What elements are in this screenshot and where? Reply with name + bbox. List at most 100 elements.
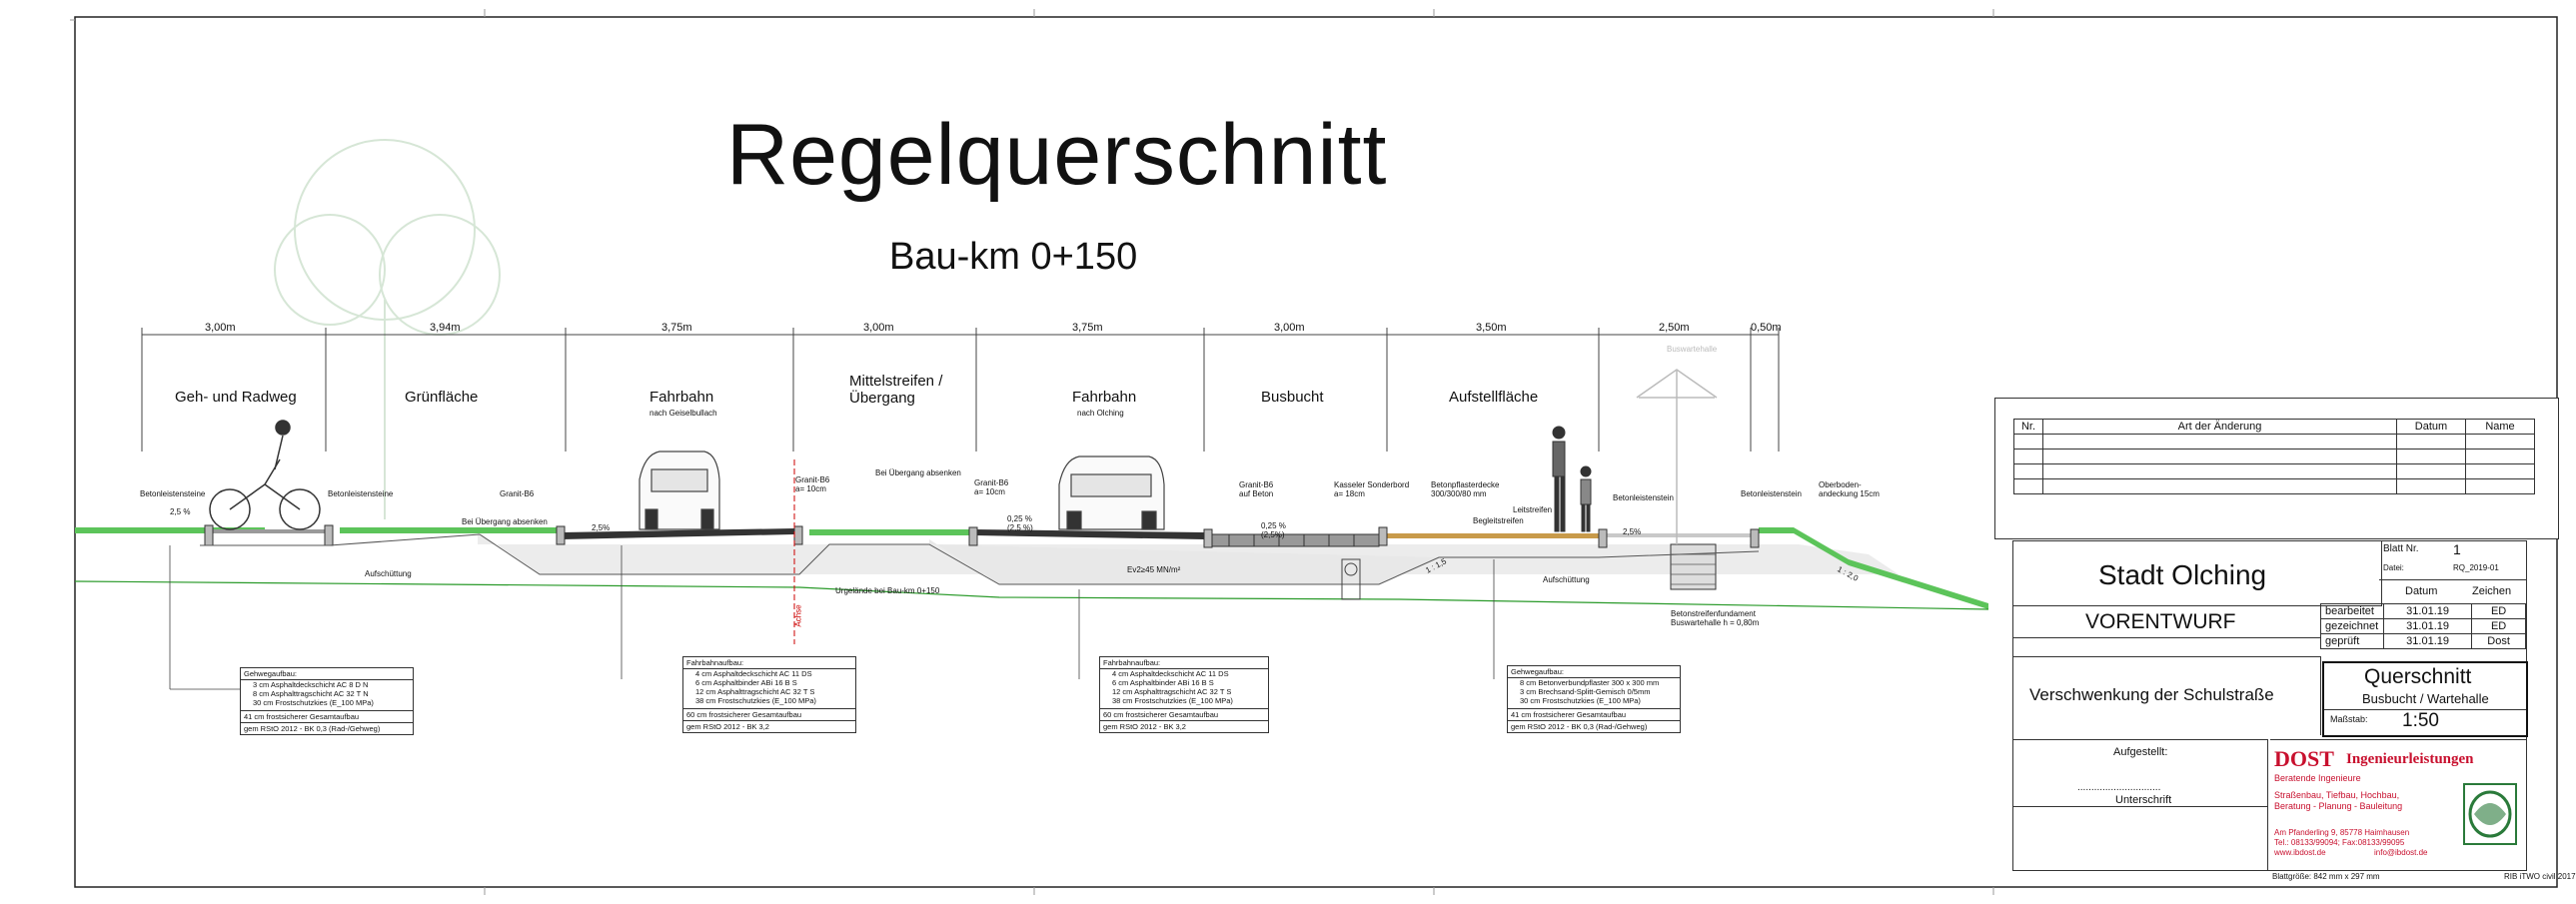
ann-betonleistenstein-1: Betonleistenstein: [1613, 493, 1674, 502]
layer-row: 12 cm Asphalttragschicht AC 32 T S: [695, 687, 815, 696]
dim-6: 3,00m: [1274, 322, 1305, 334]
rev-header-datum: Datum: [2396, 419, 2466, 435]
rev-header-name: Name: [2465, 419, 2535, 435]
layer-row: 4 cm Asphaltdeckschicht AC 11 DS: [695, 669, 812, 678]
col-zeichen: Zeichen: [2472, 585, 2512, 597]
layer-box-fahrbahn-right: Fahrbahnaufbau: 4 cm Asphaltdeckschicht …: [1099, 656, 1269, 733]
firm-logo-icon: [2463, 783, 2517, 845]
rib-label: RIB iTWO civil 2017: [2504, 872, 2576, 881]
section-gruenflaeche: Grünfläche: [405, 389, 479, 406]
blatt-value: 1: [2453, 541, 2461, 557]
dim-5: 3,75m: [1072, 322, 1103, 334]
ann-ev45: Ev2≥45 MN/m²: [1127, 565, 1181, 574]
car-right: [1058, 455, 1165, 530]
layer-box-header: Gehwegaufbau:: [1508, 666, 1680, 678]
blatt-label: Blatt Nr.: [2383, 543, 2419, 554]
firm-name2: Ingenieurleistungen: [2346, 751, 2474, 767]
signature-line: ..............................: [2077, 782, 2161, 793]
dimension-line: [141, 328, 1780, 452]
ann-betonleistenstein-2: Betonleistenstein: [1741, 489, 1802, 498]
ann-aufschuettung-2: Aufschüttung: [1543, 575, 1590, 584]
section-geh-radweg: Geh- und Radweg: [175, 389, 297, 406]
pedestrians: [1552, 426, 1592, 532]
cyclist: [209, 420, 321, 530]
layer-box-fahrbahn-left: Fahrbahnaufbau: 4 cm Asphaltdeckschicht …: [682, 656, 856, 733]
rev-header-nr: Nr.: [2013, 419, 2043, 435]
layer-total: 41 cm frostsicherer Gesamtaufbau: [241, 710, 413, 722]
layer-box-gehweg-left: Gehwegaufbau: 3 cm Asphaltdeckschicht AC…: [240, 667, 414, 735]
layer-note: gem RStO 2012 - BK 0,3 (Rad-/Gehweg): [1508, 720, 1680, 732]
ann-slope-2: 2,5%: [592, 523, 611, 532]
section-aufstellflaeche: Aufstellfläche: [1449, 389, 1539, 406]
title-block: Stadt Olching Blatt Nr. 1 Datei: RQ_2019…: [2012, 540, 2528, 871]
layer-note: gem RStO 2012 - BK 3,2: [1100, 720, 1268, 732]
firm-tagline: Beratende Ingenieure: [2274, 773, 2361, 783]
massstab-value: 1:50: [2402, 710, 2439, 731]
ann-achse: Achse: [793, 604, 803, 627]
ann-slope-025-2: 0,25 % (2,5%): [1261, 521, 1286, 539]
plan-subtitle: Busbucht / Wartehalle: [2362, 691, 2489, 706]
leaders: [169, 545, 1495, 690]
ann-bei-uebergang-2: Bei Übergang absenken: [875, 468, 961, 477]
dim-4: 3,00m: [863, 322, 894, 334]
ann-bei-uebergang-1: Bei Übergang absenken: [462, 517, 548, 526]
dim-7: 3,50m: [1476, 322, 1507, 334]
approval-date: 31.01.19: [2382, 603, 2473, 619]
layer-box-header: Gehwegaufbau:: [241, 668, 413, 680]
ann-leitstreifen: Leitstreifen: [1513, 505, 1553, 514]
layer-box-header: Fahrbahnaufbau:: [1100, 657, 1268, 669]
layer-row: 38 cm Frostschutzkies (E_100 MPa): [695, 696, 816, 705]
ann-begleitstreifen: Begleitstreifen: [1473, 516, 1524, 525]
layer-row: 6 cm Asphaltbinder ABi 16 B S: [695, 678, 797, 687]
drawing-title: Regelquerschnitt: [726, 107, 1388, 203]
layer-row: 8 cm Betonverbundpflaster 300 x 300 mm: [1520, 678, 1660, 687]
section-fahrbahn-1-sub: nach Geiselbullach: [649, 409, 717, 418]
layer-row: 38 cm Frostschutzkies (E_100 MPa): [1112, 696, 1233, 705]
layer-row: 3 cm Asphaltdeckschicht AC 8 D N: [253, 680, 369, 689]
ann-betonleistensteine-r: Betonleistensteine: [328, 489, 394, 498]
approval-date: 31.01.19: [2382, 618, 2473, 634]
ann-urgelaende: Urgelände bei Bau-km 0+150: [835, 586, 940, 595]
ann-aufschuettung-1: Aufschüttung: [365, 569, 412, 578]
ann-slope-3: 2,5%: [1623, 527, 1642, 536]
bus-shelter-sketch: [1636, 369, 1718, 544]
section-fahrbahn-1: Fahrbahn: [649, 389, 714, 406]
layer-row: 30 cm Frostschutzkies (E_100 MPa): [1520, 696, 1641, 705]
dim-2: 3,94m: [430, 322, 461, 334]
plan-title-box: Querschnitt Busbucht / Wartehalle Maßsta…: [2322, 661, 2528, 737]
ann-betonpflaster: Betonpflasterdecke 300/300/80 mm: [1431, 480, 1500, 498]
dim-3: 3,75m: [661, 322, 692, 334]
approval-sign: Dost: [2471, 633, 2526, 649]
unterschrift-label: Unterschrift: [2115, 794, 2172, 806]
approval-label: geprüft: [2320, 633, 2384, 649]
datei-value: RQ_2019-01: [2453, 563, 2499, 572]
ann-slope-left: 2,5 %: [170, 507, 191, 516]
firm-line1: Straßenbau, Tiefbau, Hochbau,: [2274, 790, 2400, 800]
ann-granit-a10-2: Granit-B6 a= 10cm: [974, 478, 1009, 496]
firm-tel: Tel.: 08133/99094; Fax:08133/99095: [2274, 838, 2405, 847]
section-mittelstreifen: Mittelstreifen / Übergang: [849, 373, 943, 407]
approval-label: gezeichnet: [2320, 618, 2384, 634]
approval-date: 31.01.19: [2382, 633, 2473, 649]
ann-kasseler: Kasseler Sonderbord a= 18cm: [1334, 480, 1410, 498]
plan-title: Querschnitt: [2364, 665, 2472, 688]
layer-note: gem RStO 2012 - BK 0,3 (Rad-/Gehweg): [241, 722, 413, 734]
rev-header-art: Art der Änderung: [2042, 419, 2397, 435]
firm-web: www.ibdost.de: [2274, 848, 2326, 857]
revision-table: Nr. Art der Änderung Datum Name: [2013, 419, 2535, 494]
dim-8: 2,50m: [1659, 322, 1690, 334]
firm-mail: info@ibdost.de: [2374, 848, 2428, 857]
layer-total: 41 cm frostsicherer Gesamtaufbau: [1508, 708, 1680, 720]
approval-label: bearbeitet: [2320, 603, 2384, 619]
section-fahrbahn-2-sub: nach Olching: [1077, 409, 1124, 418]
car-left: [639, 451, 720, 530]
aufgestellt-label: Aufgestellt:: [2113, 746, 2168, 758]
section-fahrbahn-2: Fahrbahn: [1072, 389, 1137, 406]
col-datum: Datum: [2405, 585, 2438, 597]
approval-sign: ED: [2471, 603, 2526, 619]
stage-label: VORENTWURF: [2085, 610, 2236, 633]
frame-ticks: [70, 9, 1994, 895]
firm-block: DOST Ingenieurleistungen Beratende Ingen…: [2270, 739, 2526, 871]
blattgroesse: Blattgröße: 842 mm x 297 mm: [2272, 872, 2380, 881]
